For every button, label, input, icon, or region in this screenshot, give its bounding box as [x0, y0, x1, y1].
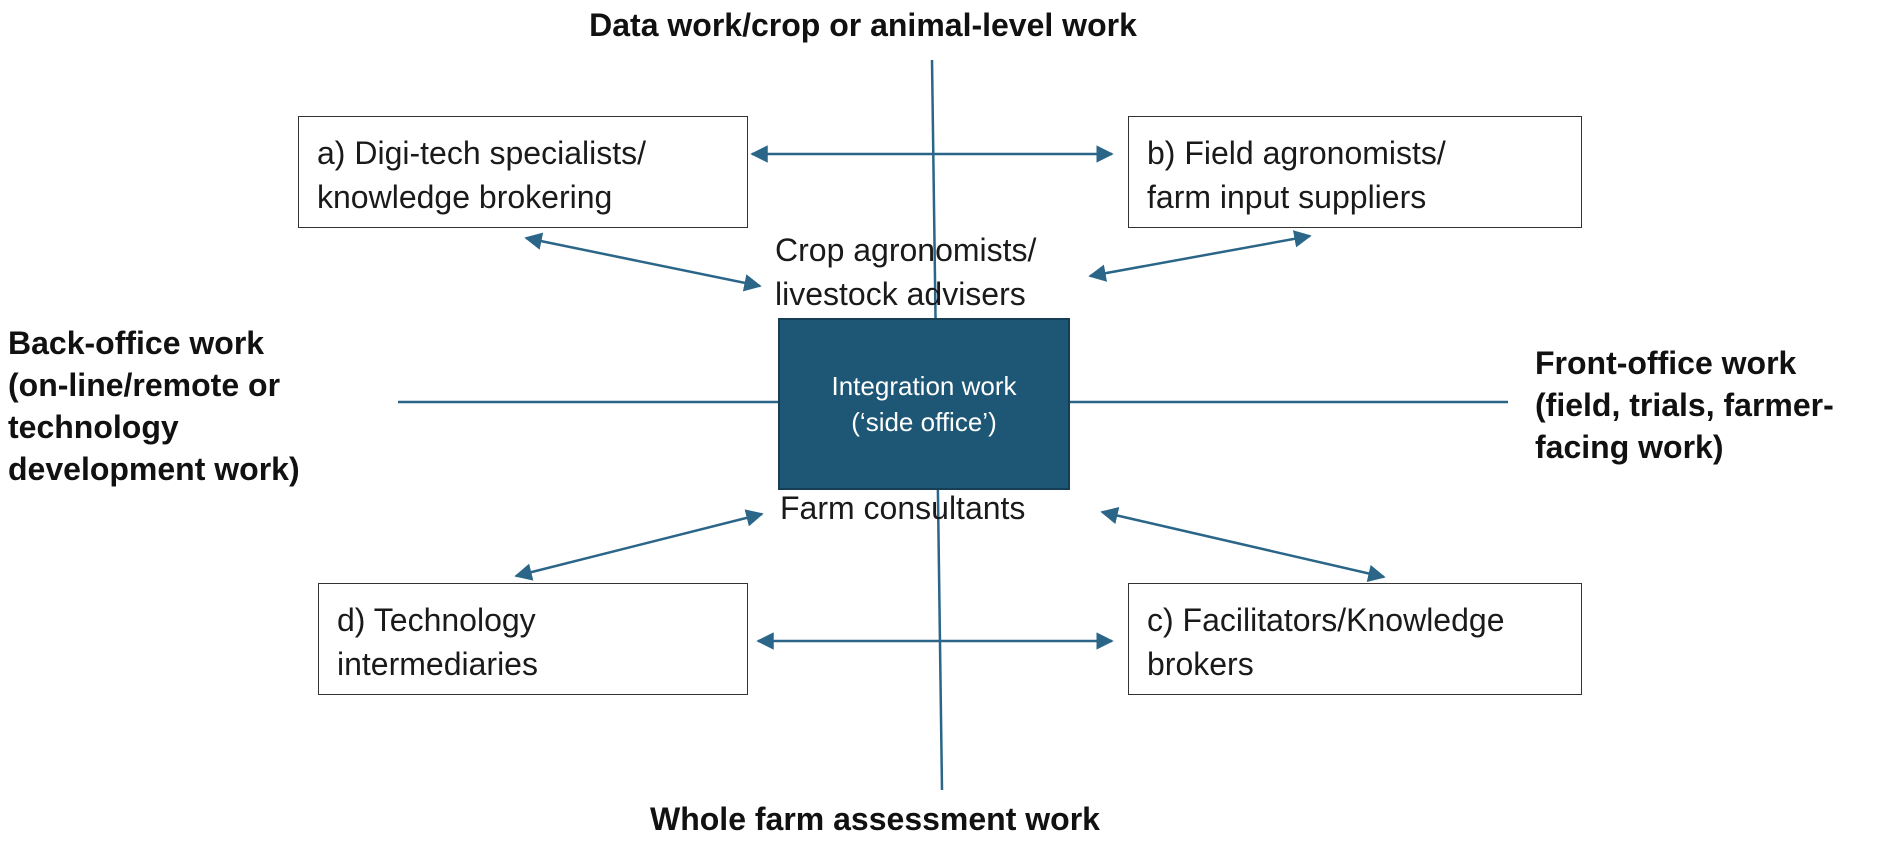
- box-field-agronomists: b) Field agronomists/ farm input supplie…: [1128, 116, 1582, 228]
- axis-label-right-line-1: Front-office work: [1535, 345, 1797, 381]
- crop-label-line-1: Crop agronomists/: [775, 232, 1037, 268]
- crop-agronomists-label: Crop agronomists/ livestock advisers: [775, 228, 1036, 316]
- axis-label-bottom: Whole farm assessment work: [650, 798, 1100, 840]
- box-b-line-2: farm input suppliers: [1147, 179, 1427, 215]
- center-box-line-2: (‘side office’): [851, 407, 997, 437]
- axis-label-top-text: Data work/crop or animal-level work: [589, 7, 1137, 43]
- box-a-line-1: a) Digi-tech specialists/: [317, 135, 646, 171]
- axis-label-right-line-2: (field, trials, farmer-: [1535, 387, 1834, 423]
- box-d-line-2: intermediaries: [337, 646, 538, 682]
- axis-label-left-line-3: technology: [8, 409, 179, 445]
- arrow-b-center: [1088, 230, 1312, 282]
- arrow-a-center: [524, 232, 762, 292]
- axis-label-left-line-2: (on-line/remote or: [8, 367, 281, 403]
- arrow-d-center: [514, 509, 764, 581]
- box-c-line-2: brokers: [1147, 646, 1254, 682]
- axis-label-left-line-4: development work): [8, 451, 300, 487]
- axis-label-left: Back-office work (on-line/remote or tech…: [8, 322, 300, 490]
- box-technology-intermediaries: d) Technology intermediaries: [318, 583, 748, 695]
- axis-label-left-line-1: Back-office work: [8, 325, 265, 361]
- farm-label-text: Farm consultants: [780, 490, 1026, 526]
- crop-label-line-2: livestock advisers: [775, 276, 1026, 312]
- box-a-line-2: knowledge brokering: [317, 179, 613, 215]
- box-d-line-1: d) Technology: [337, 602, 536, 638]
- axis-label-right-line-3: facing work): [1535, 429, 1724, 465]
- center-box-line-1: Integration work: [831, 371, 1017, 401]
- axis-label-bottom-text: Whole farm assessment work: [650, 801, 1100, 837]
- box-digi-tech-specialists: a) Digi-tech specialists/ knowledge brok…: [298, 116, 748, 228]
- axis-label-right: Front-office work (field, trials, farmer…: [1535, 342, 1834, 468]
- integration-work-box: Integration work (‘side office’): [778, 318, 1070, 490]
- arrow-c-center: [1100, 507, 1386, 582]
- box-b-line-1: b) Field agronomists/: [1147, 135, 1446, 171]
- box-c-line-1: c) Facilitators/Knowledge: [1147, 602, 1505, 638]
- farm-consultants-label: Farm consultants: [780, 486, 1025, 530]
- axis-label-top: Data work/crop or animal-level work: [0, 4, 1902, 46]
- box-facilitators: c) Facilitators/Knowledge brokers: [1128, 583, 1582, 695]
